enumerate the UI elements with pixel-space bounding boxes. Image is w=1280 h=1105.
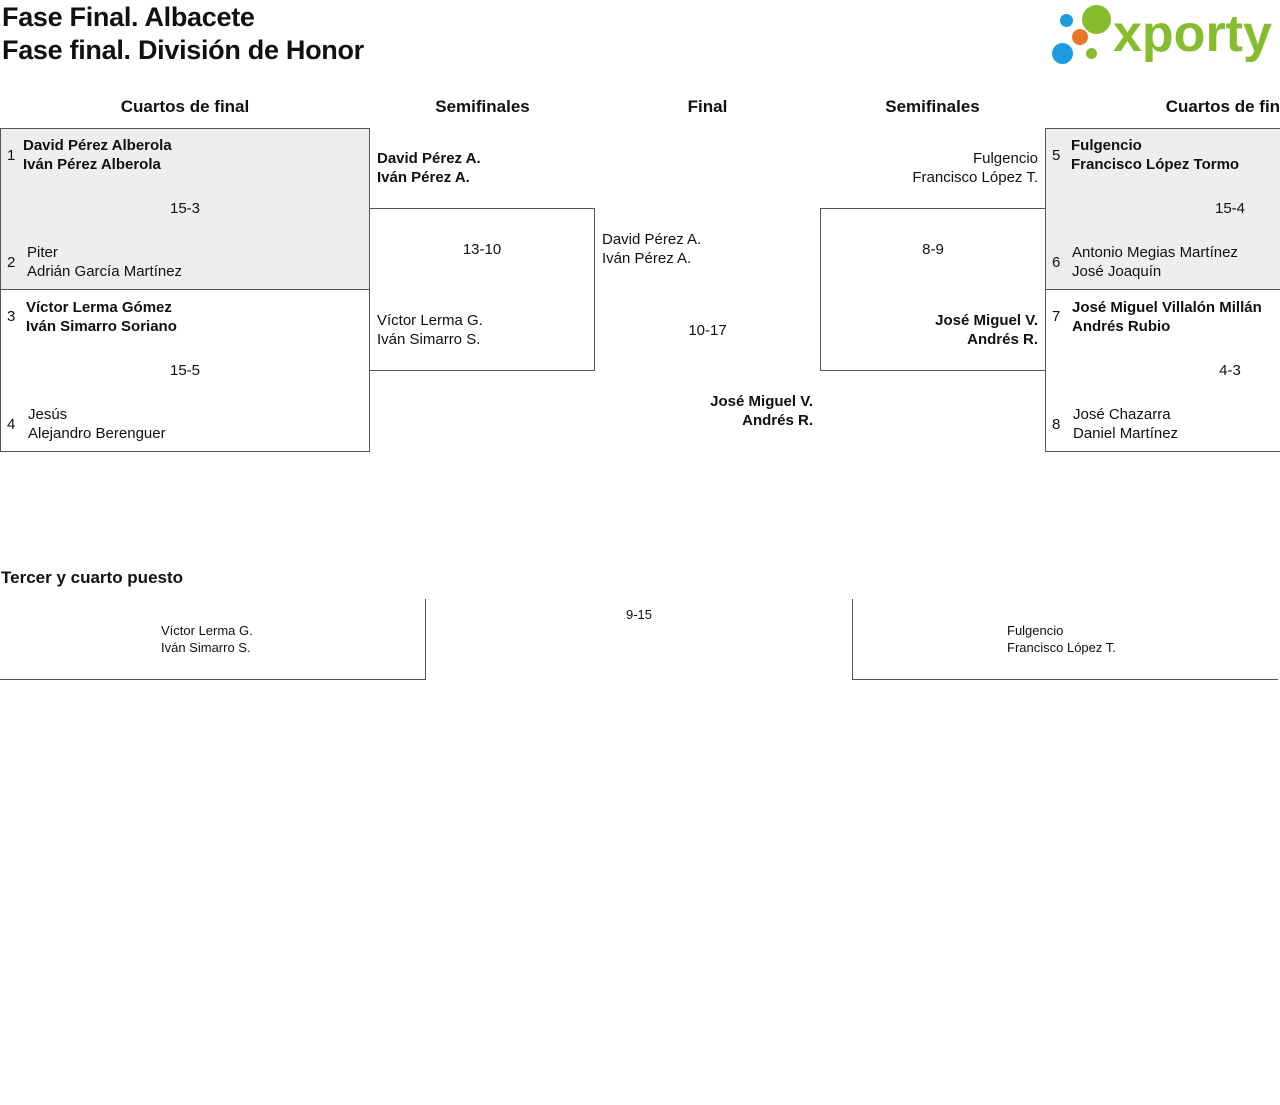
page-title: Fase Final. Albacete <box>2 2 255 32</box>
team-player: David Pérez A. <box>602 231 702 248</box>
seed-number: 7 <box>1052 308 1061 325</box>
team-player: José Miguel Villalón Millán <box>1072 299 1262 316</box>
team-player: Francisco López Tormo <box>1071 156 1240 173</box>
quarterfinal-match-1[interactable] <box>0 128 370 290</box>
column-header-sf-left: Semifinales <box>435 97 530 116</box>
final-score: 10-17 <box>688 322 727 339</box>
team-player: David Pérez A. <box>377 150 481 167</box>
third-place-bottom-line-right <box>852 679 1278 680</box>
logo-text: xporty <box>1113 5 1272 63</box>
team-player: José Miguel V. <box>935 312 1038 329</box>
team-player: Víctor Lerma G. <box>377 312 483 329</box>
column-header-qf-right: Cuartos de final <box>1165 97 1280 116</box>
seed-number: 8 <box>1052 416 1061 433</box>
team-player: Alejandro Berenguer <box>28 425 166 442</box>
match-score: 13-10 <box>462 241 502 258</box>
team-player: Fulgencio <box>1071 137 1142 154</box>
team-player: Iván Simarro S. <box>377 331 481 348</box>
team-player: Adrián García Martínez <box>27 263 183 280</box>
page-subtitle: Fase final. División de Honor <box>2 35 364 65</box>
column-header-qf-left: Cuartos de final <box>120 97 250 116</box>
third-place-score: 9-15 <box>626 607 653 622</box>
team-player: Iván Pérez A. <box>602 250 692 267</box>
quarterfinal-match-4[interactable] <box>1045 289 1280 452</box>
match-score: 15-5 <box>169 362 201 379</box>
match-score: 15-4 <box>1214 200 1246 217</box>
logo-dot-orange <box>1072 29 1088 45</box>
quarterfinal-match-3[interactable] <box>1045 128 1280 290</box>
column-header-final: Final <box>687 97 728 116</box>
team-player: Andrés Rubio <box>1072 318 1171 335</box>
team-player: Iván Simarro S. <box>161 640 251 655</box>
team-player: Daniel Martínez <box>1073 425 1179 442</box>
team-player: Fulgencio <box>1007 623 1064 638</box>
team-player: Andrés R. <box>967 331 1038 348</box>
team-player: Antonio Megias Martínez <box>1072 244 1238 261</box>
team-player: David Pérez Alberola <box>23 137 172 154</box>
match-score: 4-3 <box>1219 362 1241 379</box>
team-player: Jesús <box>28 406 68 423</box>
team-player: José Joaquín <box>1072 263 1162 280</box>
match-score: 15-3 <box>169 200 201 217</box>
semifinal-match-left[interactable] <box>369 208 595 371</box>
team-player: Iván Simarro Soriano <box>26 318 177 335</box>
match-score: 8-9 <box>922 241 944 258</box>
team-player: Iván Pérez Alberola <box>23 156 161 173</box>
seed-number: 4 <box>7 416 16 433</box>
logo-dot-blue-small <box>1060 14 1073 27</box>
third-place-heading: Tercer y cuarto puesto <box>1 568 184 587</box>
third-place-divider-left <box>425 599 426 680</box>
seed-number: 6 <box>1052 254 1061 271</box>
team-player: Iván Pérez A. <box>377 169 470 186</box>
team-player: Francisco López T. <box>912 169 1038 186</box>
team-player: Piter <box>27 244 58 261</box>
seed-number: 1 <box>7 147 16 164</box>
column-header-sf-right: Semifinales <box>885 97 980 116</box>
team-player: Víctor Lerma Gómez <box>26 299 172 316</box>
third-place-bottom-line-left <box>0 679 426 680</box>
seed-number: 5 <box>1052 147 1061 164</box>
logo-dot-blue-large <box>1052 43 1073 64</box>
logo-dot-green-small <box>1086 48 1097 59</box>
xporty-logo[interactable]: xporty <box>1050 4 1280 68</box>
logo-dot-green-large <box>1082 5 1111 34</box>
team-player: Andrés R. <box>742 412 813 429</box>
third-place-divider-right <box>852 599 853 680</box>
team-player: Fulgencio <box>972 150 1038 167</box>
team-player: Francisco López T. <box>1007 640 1116 655</box>
seed-number: 3 <box>7 308 16 325</box>
team-player: Víctor Lerma G. <box>161 623 253 638</box>
team-player: José Miguel V. <box>710 393 813 410</box>
seed-number: 2 <box>7 254 16 271</box>
team-player: José Chazarra <box>1073 406 1171 423</box>
